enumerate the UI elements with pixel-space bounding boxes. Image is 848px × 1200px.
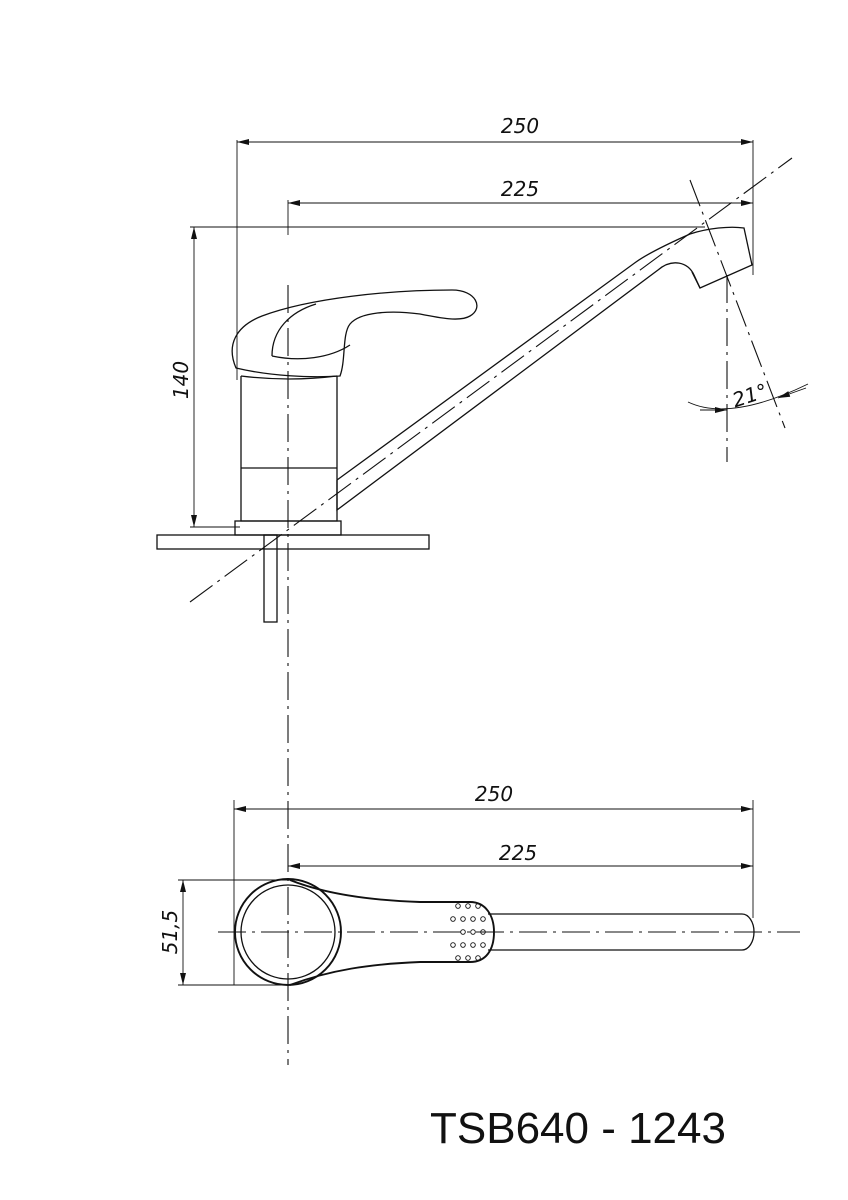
lever-contour [271, 303, 317, 357]
faucet-body [240, 376, 338, 522]
dimension-label-140: 140 [169, 361, 193, 399]
dimension-label-250: 250 [501, 114, 539, 138]
base-plate [156, 534, 430, 550]
spout-axis-line [189, 157, 793, 603]
top-view: 250 225 51,5 [158, 782, 800, 986]
model-code: TSB640 - 1243 [430, 1104, 726, 1153]
angle-label-21: 21° [729, 378, 770, 412]
lever-contour [271, 344, 351, 360]
supply-pipe [263, 534, 278, 623]
angle-arc [687, 383, 809, 410]
dimension-label-225: 225 [499, 841, 537, 865]
angle-arrow [777, 387, 807, 399]
dimension-label-225: 225 [501, 177, 539, 201]
aerator-edge [691, 271, 701, 289]
dimension-label-250: 250 [475, 782, 513, 806]
spout [336, 226, 753, 512]
outlet-axis-line [689, 179, 786, 429]
lever-grip-dots [450, 903, 486, 961]
dimension-label-51-5: 51,5 [158, 910, 182, 955]
side-view: 250 225 140 21° [156, 114, 809, 1065]
lever-handle[interactable] [231, 289, 478, 378]
